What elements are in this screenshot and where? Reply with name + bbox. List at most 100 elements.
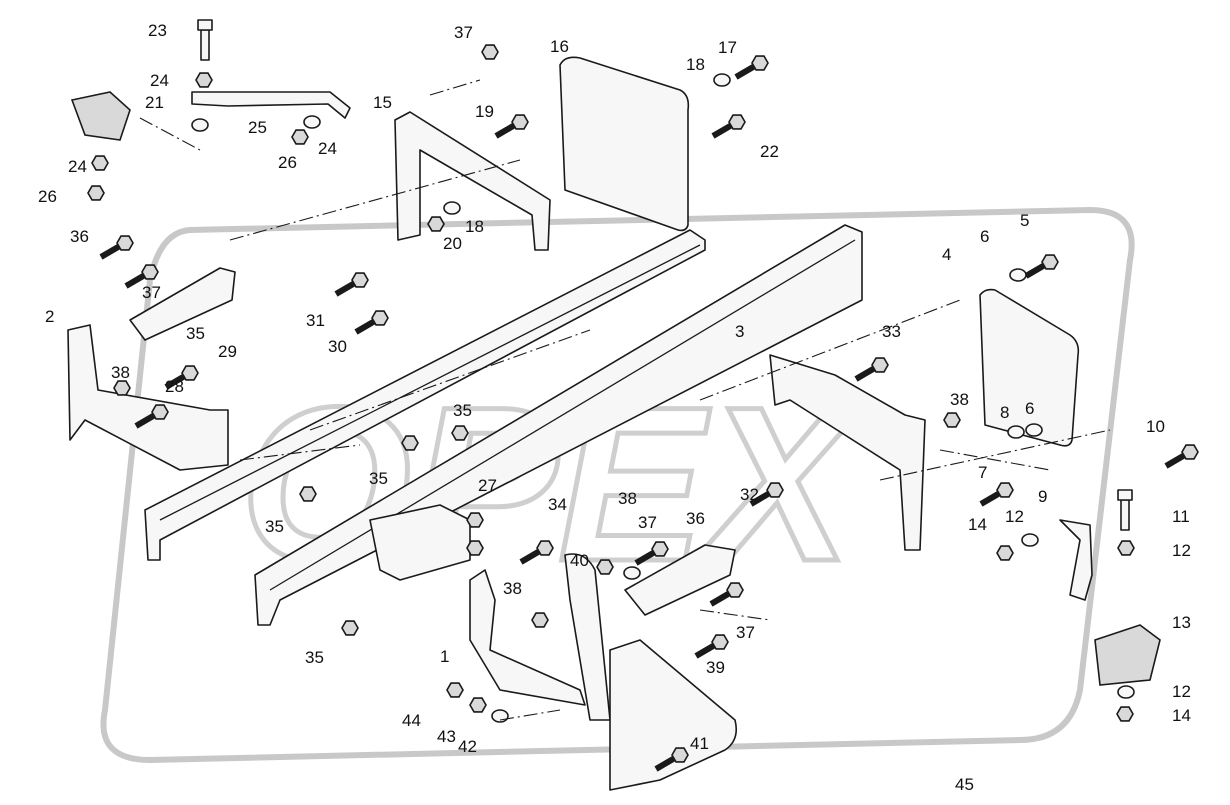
- part-label-24: 24: [68, 157, 87, 176]
- part-label-14: 14: [968, 515, 987, 534]
- bolt-icon: [134, 404, 169, 429]
- bolt-icon: [979, 482, 1014, 507]
- washer-icon: [1007, 425, 1025, 439]
- part-label-38: 38: [618, 489, 637, 508]
- bolt-icon: [654, 747, 689, 772]
- nut-icon: [1116, 706, 1134, 722]
- part-label-7: 7: [978, 463, 987, 482]
- nut-icon: [943, 412, 961, 428]
- part-label-11: 11: [1172, 507, 1190, 526]
- part-label-38: 38: [111, 363, 130, 382]
- part-label-36: 36: [70, 227, 89, 246]
- part-label-19: 19: [475, 102, 494, 121]
- part-label-20: 20: [443, 234, 462, 253]
- rubber-block-left: [70, 91, 131, 141]
- part-label-14: 14: [1172, 706, 1191, 725]
- nut-icon: [91, 155, 109, 171]
- part-label-12: 12: [1005, 507, 1024, 526]
- part-label-17: 17: [718, 38, 737, 57]
- strap-upper: [191, 91, 351, 119]
- part-label-10: 10: [1146, 417, 1165, 436]
- part-label-4: 4: [942, 245, 951, 264]
- part-label-3: 3: [735, 322, 744, 341]
- part-label-35: 35: [369, 469, 388, 488]
- nut-icon: [996, 545, 1014, 561]
- bolt-icon: [709, 582, 744, 607]
- part-label-37: 37: [736, 623, 755, 642]
- part-label-16: 16: [550, 37, 569, 56]
- bracket-right: [769, 354, 926, 551]
- part-label-18: 18: [465, 217, 484, 236]
- bolt-icon: [354, 310, 389, 335]
- part-label-35: 35: [305, 648, 324, 667]
- part-label-23: 23: [148, 21, 167, 40]
- bolt-icon: [1164, 444, 1199, 469]
- part-label-2: 2: [45, 307, 54, 326]
- step-plate-lower: [624, 544, 736, 616]
- frame-rail-left: [144, 229, 706, 561]
- part-label-41: 41: [690, 734, 709, 753]
- part-label-18: 18: [686, 55, 705, 74]
- step-bracket-lower: [369, 504, 611, 721]
- crossmember: [394, 111, 551, 251]
- nut-icon: [291, 129, 309, 145]
- part-label-12: 12: [1172, 541, 1191, 560]
- washer-icon: [1021, 533, 1039, 547]
- part-label-39: 39: [706, 658, 725, 677]
- bolt-icon: [1024, 254, 1059, 279]
- washer-icon: [1009, 268, 1027, 282]
- bolt-icon: [694, 634, 729, 659]
- part-label-27: 27: [478, 476, 497, 495]
- part-label-37: 37: [142, 283, 161, 302]
- assembly-lines: [139, 79, 1111, 721]
- washer-icon: [713, 73, 731, 87]
- rubber-block-right: [1094, 624, 1161, 686]
- part-label-15: 15: [373, 93, 392, 112]
- part-label-13: 13: [1172, 613, 1191, 632]
- nut-icon: [596, 559, 614, 575]
- washer-icon: [191, 118, 209, 132]
- part-label-8: 8: [1000, 403, 1009, 422]
- part-label-24: 24: [150, 71, 169, 90]
- nut-icon: [113, 380, 131, 396]
- nut-icon: [341, 620, 359, 636]
- nut-icon: [299, 486, 317, 502]
- tube-bracket-right: [1059, 519, 1093, 601]
- part-label-35: 35: [186, 324, 205, 343]
- nut-icon: [446, 682, 464, 698]
- part-label-25: 25: [248, 118, 267, 137]
- mud-flap-right: [979, 288, 1080, 447]
- part-label-42: 42: [458, 737, 477, 756]
- part-label-1: 1: [440, 647, 449, 666]
- part-label-29: 29: [218, 342, 237, 361]
- part-label-32: 32: [740, 485, 759, 504]
- step-plate-upper: [129, 267, 236, 341]
- bolt-icon: [164, 365, 199, 390]
- part-label-37: 37: [454, 23, 473, 42]
- part-label-40: 40: [570, 551, 589, 570]
- nut-icon: [401, 435, 419, 451]
- part-label-38: 38: [950, 390, 969, 409]
- part-label-31: 31: [306, 311, 325, 330]
- part-label-24: 24: [318, 139, 337, 158]
- part-label-44: 44: [402, 711, 421, 730]
- washer-icon: [1025, 423, 1043, 437]
- part-label-35: 35: [453, 401, 472, 420]
- nut-icon: [466, 540, 484, 556]
- bolt-icon: [334, 272, 369, 297]
- part-label-37: 37: [638, 513, 657, 532]
- part-label-26: 26: [278, 153, 297, 172]
- hardware-group: [87, 19, 1199, 772]
- nut-icon: [1117, 540, 1135, 556]
- part-label-26: 26: [38, 187, 57, 206]
- nut-icon: [469, 697, 487, 713]
- part-label-6: 6: [1025, 399, 1034, 418]
- nut-icon: [195, 72, 213, 88]
- washer-icon: [623, 566, 641, 580]
- bolt-icon: [519, 540, 554, 565]
- part-label-30: 30: [328, 337, 347, 356]
- bracket-left: [67, 324, 229, 471]
- washer-icon: [303, 115, 321, 129]
